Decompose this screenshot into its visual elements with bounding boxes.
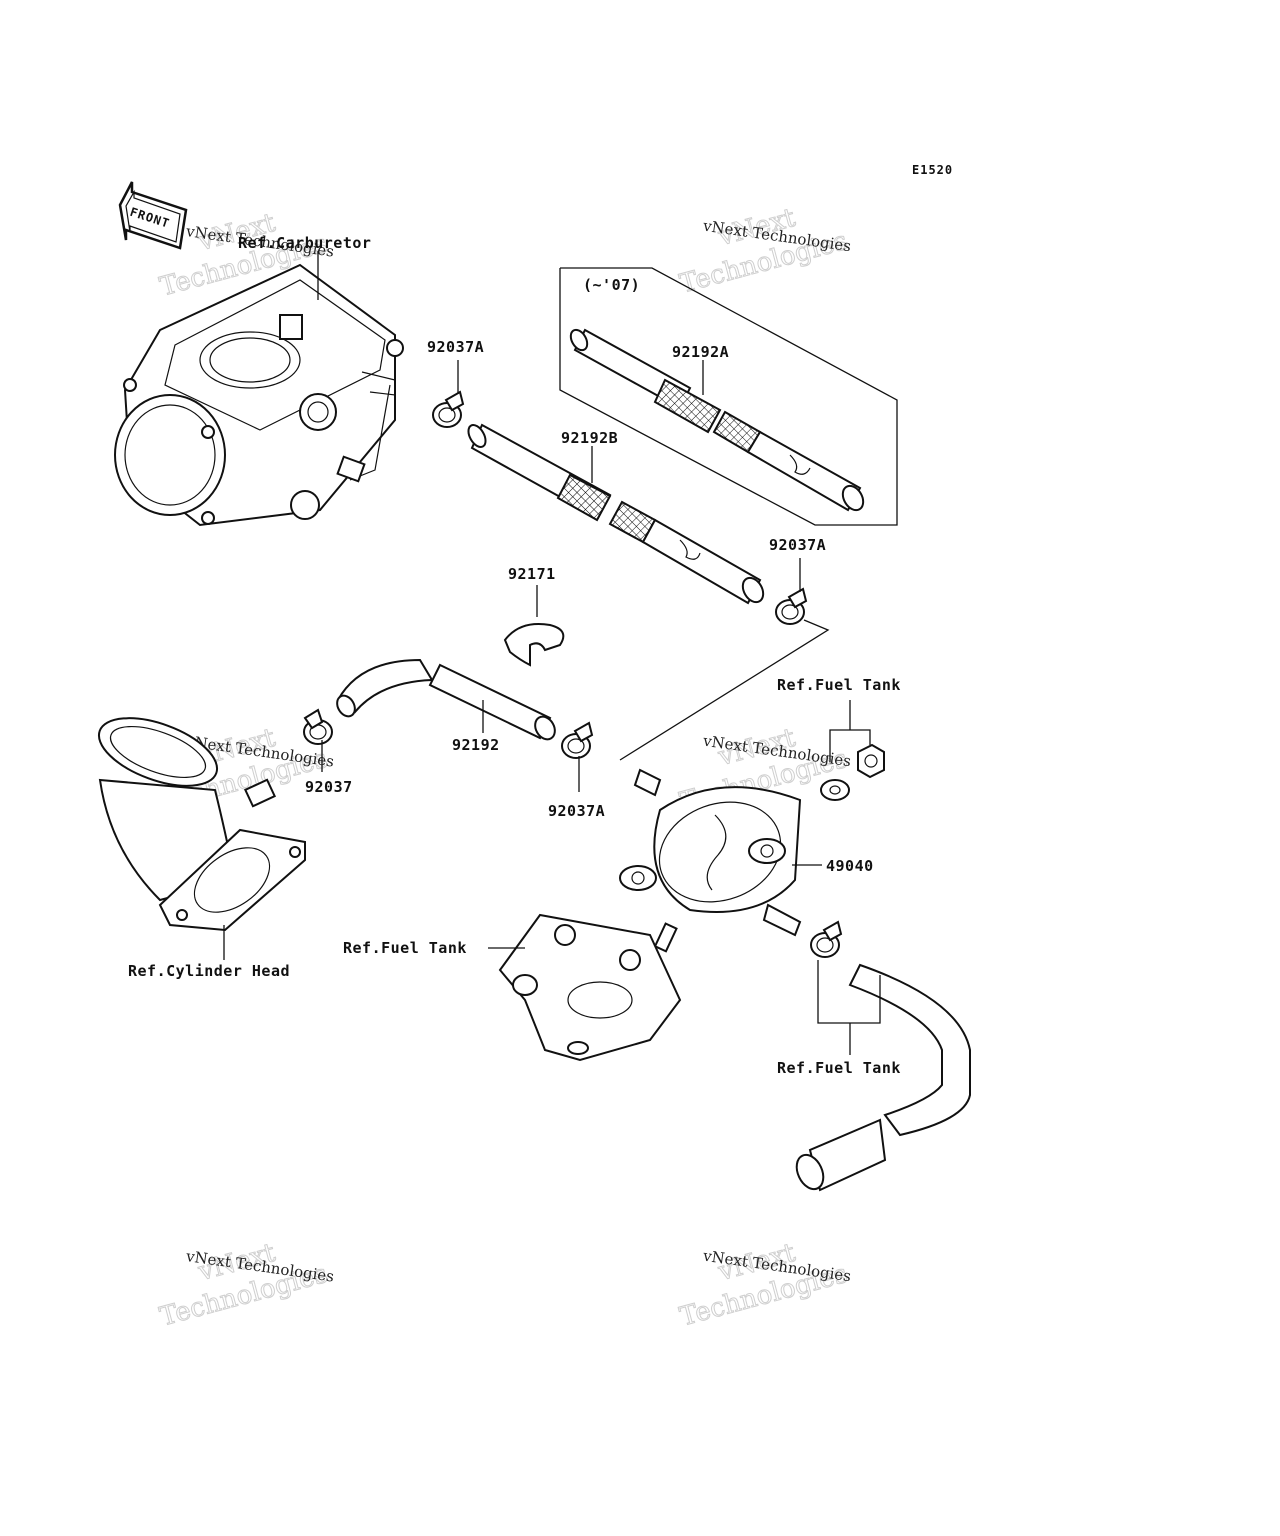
watermark-group-2: vNext Technologies vNext Technologies (676, 202, 852, 300)
label-ref-carburetor: Ref.Carburetor (238, 234, 371, 252)
front-arrow-icon: FRONT (118, 181, 188, 250)
nut (857, 743, 885, 779)
watermark-group-6: vNext Technologies vNext Technologies (676, 1237, 852, 1333)
diagram-code: E1520 (912, 163, 953, 177)
hose-92192b (467, 423, 765, 605)
label-clamp-left: 92037 (305, 778, 353, 796)
label-hose-b: 92192B (561, 429, 618, 447)
clamp-92037a-mid (561, 721, 594, 759)
clamp-92037a-top (432, 390, 465, 428)
label-clamp-mid: 92037A (548, 802, 605, 820)
label-ref-fuel-tank-top: Ref.Fuel Tank (777, 676, 901, 694)
connector-line (619, 619, 830, 761)
bracket-fuel-tank-bottom (817, 960, 881, 1024)
clamp-bottom (810, 920, 843, 958)
label-hose: 92192 (452, 736, 500, 754)
intake-joint-part (97, 717, 306, 932)
label-clamp-right: 92037A (769, 536, 826, 554)
hose-a-frame (559, 267, 898, 526)
fuel-tank-bracket (498, 913, 682, 1062)
clamp-92037 (303, 708, 333, 745)
carburetor-part (114, 263, 404, 527)
label-ref-fuel-tank-left: Ref.Fuel Tank (343, 939, 467, 957)
label-cock: 49040 (826, 857, 874, 875)
bracket-92171 (503, 623, 565, 667)
label-ref-fuel-tank-bottom: Ref.Fuel Tank (777, 1059, 901, 1077)
clamp-92037a-right (775, 587, 808, 625)
fuel-hose-bottom (795, 963, 971, 1192)
fuel-cock-49040 (619, 768, 802, 953)
label-clamp-top: 92037A (427, 338, 484, 356)
washer (820, 779, 850, 801)
watermark-group-5: vNext Technologies vNext Technologies (156, 1237, 335, 1333)
label-year-range: (~'07) (583, 276, 640, 294)
label-ref-cylinder-head: Ref.Cylinder Head (128, 962, 290, 980)
label-bracket: 92171 (508, 565, 556, 583)
hose-92192a (569, 328, 865, 512)
hose-92192 (336, 658, 556, 741)
label-hose-a: 92192A (672, 343, 729, 361)
